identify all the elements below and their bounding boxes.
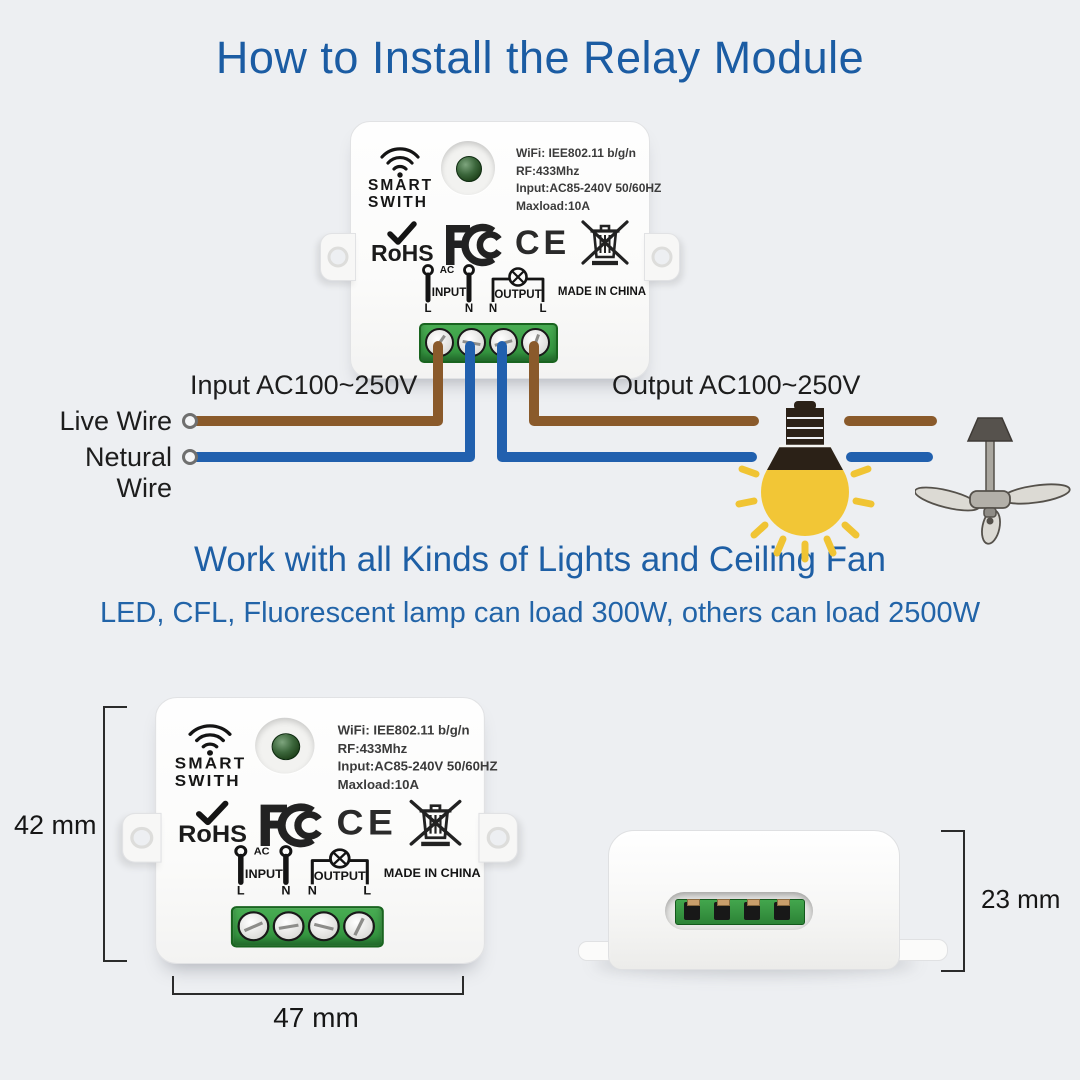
schem-output-l: L	[539, 303, 546, 314]
schem-output-label: OUTPUT	[494, 289, 541, 301]
ce-mark: CE	[336, 803, 398, 843]
mounting-ear-left	[320, 233, 356, 281]
schem-ac-label: AC	[254, 846, 270, 858]
schem-input-l: L	[424, 303, 431, 314]
neutral-wire-terminal	[182, 449, 198, 465]
mounting-hole	[130, 826, 154, 849]
spec-input: Input:AC85-240V 50/60HZ	[516, 181, 662, 195]
mounting-hole	[327, 246, 349, 268]
brand-line2: SWITH	[368, 193, 428, 211]
terminal-block	[230, 906, 384, 948]
pairing-button[interactable]	[456, 156, 482, 182]
terminal-screw-3[interactable]	[489, 328, 518, 357]
depth-dimension-bracket	[941, 830, 965, 972]
work-with-heading: Work with all Kinds of Lights and Ceilin…	[194, 540, 886, 579]
spec-maxload: Maxload:10A	[516, 198, 591, 213]
wire-socket-1[interactable]	[684, 899, 700, 920]
spec-wifi: WiFi: IEE802.11 b/g/n	[337, 722, 470, 738]
ceiling-fan-icon	[915, 417, 1071, 545]
schem-input-l: L	[237, 884, 245, 897]
made-in-label: MADE IN CHINA	[384, 866, 481, 880]
schem-output-n: N	[308, 884, 317, 897]
rohs-mark: RoHS	[371, 221, 434, 267]
pairing-button[interactable]	[271, 733, 301, 761]
mounting-hole	[651, 246, 673, 268]
relay-module-side-view	[608, 830, 900, 970]
mounting-ear-left	[122, 812, 162, 863]
wire-socket-4[interactable]	[774, 899, 790, 920]
brand-label: SMART SWITH	[174, 754, 247, 790]
spec-input: Input:AC85-240V 50/60HZ	[337, 759, 498, 774]
depth-dimension-label: 23 mm	[981, 884, 1061, 914]
terminal-screw-4[interactable]	[343, 911, 375, 942]
spec-rf: RF:433Mhz	[516, 163, 580, 178]
spec-list: WiFi: IEE802.11 b/g/n RF:433Mhz Input:AC…	[516, 145, 661, 215]
terminal-screw-1[interactable]	[237, 911, 270, 942]
relay-module-front-top: SMART SWITH WiFi: IEE802.11 b/g/n RF:433…	[320, 121, 680, 379]
wire-socket-3[interactable]	[744, 899, 760, 920]
rohs-text: RoHS	[371, 240, 434, 266]
schem-input-label: INPUT	[245, 867, 283, 881]
side-mounting-tab-right	[894, 939, 948, 961]
pairing-button-recess	[255, 717, 315, 774]
mounting-ear-right	[644, 233, 680, 281]
terminal-screw-4[interactable]	[521, 328, 550, 357]
terminal-screw-2[interactable]	[272, 911, 305, 942]
terminal-slot	[665, 892, 813, 930]
terminal-block	[419, 323, 558, 363]
load-info-heading: LED, CFL, Fluorescent lamp can load 300W…	[99, 597, 981, 629]
made-in-label: MADE IN CHINA	[558, 286, 646, 298]
wire-socket-2[interactable]	[714, 899, 730, 920]
io-schematic: AC INPUT L N OUTPUT N L MADE IN CHINA	[234, 845, 481, 897]
terminal-screw-2[interactable]	[457, 328, 486, 357]
brand-line1: SMART	[368, 177, 434, 194]
output-voltage-label: Output AC100~250V	[612, 370, 861, 400]
check-icon	[195, 800, 229, 826]
height-dimension-label: 42 mm	[14, 810, 97, 840]
spec-wifi: WiFi: IEE802.11 b/g/n	[516, 146, 636, 160]
io-schematic: AC INPUT L N OUTPUT N L MADE IN CHINA	[422, 264, 646, 314]
input-voltage-label: Input AC100~250V	[190, 370, 418, 400]
check-icon	[387, 221, 417, 245]
fcc-logo	[260, 803, 322, 848]
neutral-wire-label: Netural Wire	[84, 442, 172, 503]
brand-line1: SMART	[174, 754, 247, 773]
ce-mark: CE	[515, 224, 571, 262]
schem-input-n: N	[281, 884, 290, 897]
brand-line2: SWITH	[174, 772, 241, 790]
mounting-hole	[486, 826, 510, 849]
rohs-mark: RoHS	[178, 800, 247, 848]
relay-module-front-bottom: SMART SWITH WiFi: IEE802.11 b/g/n RF:433…	[122, 697, 518, 965]
terminal-strip	[675, 899, 805, 925]
page-title: How to Install the Relay Module	[215, 32, 865, 83]
mounting-ear-right	[478, 812, 518, 863]
rohs-text: RoHS	[178, 820, 247, 848]
weee-bin-icon	[409, 799, 462, 847]
weee-bin-icon	[581, 220, 629, 266]
schem-output-n: N	[489, 303, 497, 314]
schem-output-label: OUTPUT	[314, 870, 366, 884]
fcc-logo	[446, 223, 502, 267]
wifi-icon	[380, 147, 420, 178]
width-dimension-bracket	[172, 976, 464, 995]
schem-input-label: INPUT	[432, 287, 467, 299]
schem-input-n: N	[465, 303, 473, 314]
schem-ac-label: AC	[440, 265, 454, 276]
terminal-screw-1[interactable]	[425, 328, 454, 357]
brand-label: SMART SWITH	[368, 177, 434, 211]
schem-output-l: L	[363, 884, 371, 897]
live-wire-terminal	[182, 413, 198, 429]
wifi-icon	[188, 724, 232, 756]
pairing-button-recess	[441, 141, 495, 195]
terminal-screw-3[interactable]	[307, 911, 340, 942]
spec-list: WiFi: IEE802.11 b/g/n RF:433Mhz Input:AC…	[338, 722, 498, 794]
height-dimension-bracket	[103, 706, 127, 962]
width-dimension-label: 47 mm	[273, 1002, 359, 1033]
spec-rf: RF:433Mhz	[337, 740, 408, 756]
live-wire-label: Live Wire	[59, 406, 172, 436]
spec-maxload: Maxload:10A	[337, 777, 420, 792]
